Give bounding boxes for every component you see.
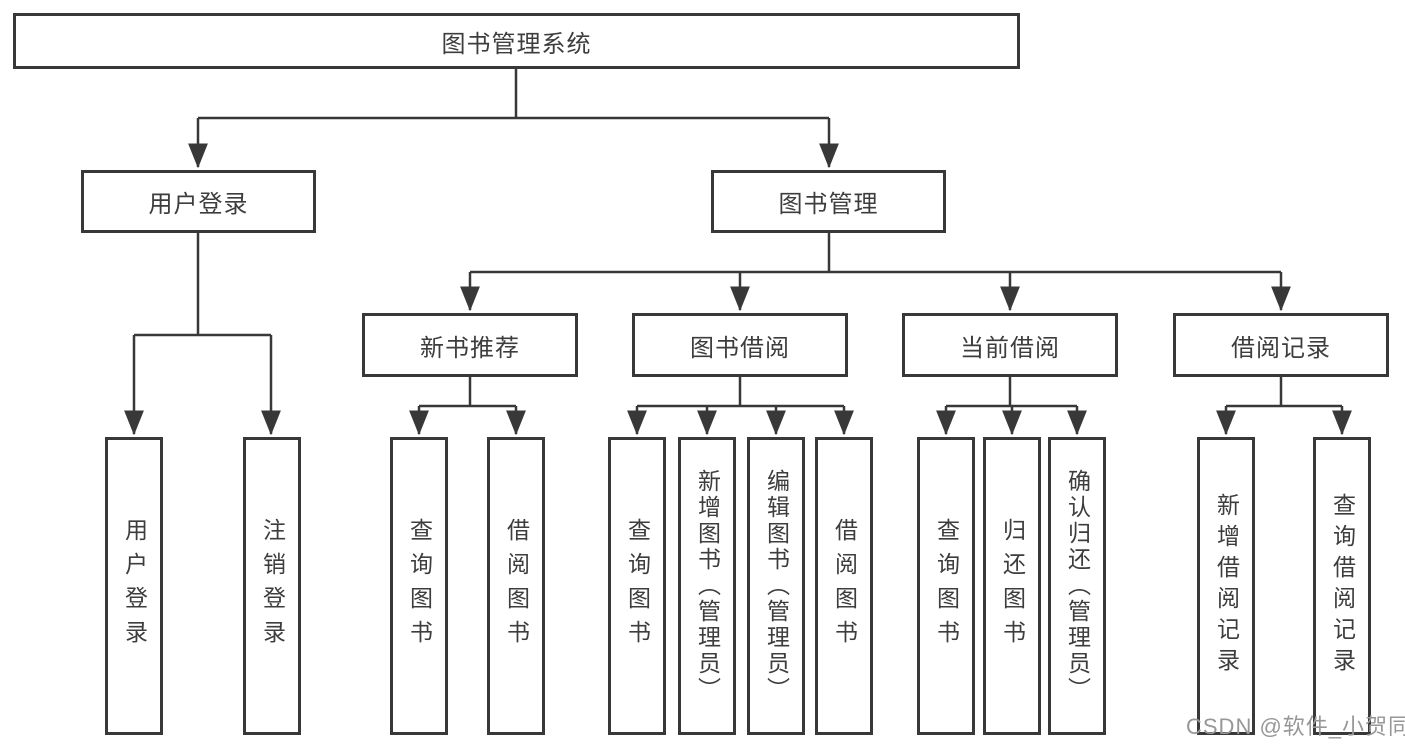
leaf-edit-book-admin: 编辑图书（管理员） (747, 437, 805, 735)
node-user-login-group: 用户登录 (81, 170, 316, 233)
node-current-borrow: 当前借阅 (902, 313, 1118, 377)
leaf-query-book-borrow-label: 查询图书 (624, 518, 651, 654)
leaf-return-book-label: 归还图书 (999, 518, 1026, 654)
leaf-return-book: 归还图书 (983, 437, 1041, 735)
leaf-borrow-book: 借阅图书 (815, 437, 873, 735)
leaf-logout-label: 注销登录 (259, 518, 286, 654)
leaf-logout: 注销登录 (243, 437, 301, 735)
node-new-book-recommend: 新书推荐 (362, 313, 578, 377)
leaf-add-book-admin-label: 新增图书（管理员） (694, 469, 721, 703)
leaf-user-login: 用户登录 (105, 437, 163, 735)
leaf-confirm-return-admin-label: 确认归还（管理员） (1064, 469, 1091, 703)
leaf-query-book-recommend: 查询图书 (390, 437, 448, 735)
leaf-user-login-label: 用户登录 (121, 518, 148, 654)
watermark-text: CSDN @软件_小贺同学 (1186, 714, 1405, 739)
leaf-query-book-recommend-label: 查询图书 (406, 518, 433, 654)
leaf-add-borrow-record: 新增借阅记录 (1197, 437, 1255, 735)
leaf-query-borrow-record: 查询借阅记录 (1313, 437, 1371, 735)
leaf-borrow-book-label: 借阅图书 (831, 518, 858, 654)
leaf-query-borrow-record-label: 查询借阅记录 (1329, 493, 1356, 679)
leaf-query-book-borrow: 查询图书 (608, 437, 666, 735)
leaf-borrow-book-recommend: 借阅图书 (487, 437, 545, 735)
node-book-management: 图书管理 (711, 170, 946, 233)
leaf-query-book-current: 查询图书 (917, 437, 975, 735)
leaf-query-book-current-label: 查询图书 (933, 518, 960, 654)
leaf-confirm-return-admin: 确认归还（管理员） (1048, 437, 1106, 735)
leaf-add-book-admin: 新增图书（管理员） (678, 437, 736, 735)
node-book-borrow: 图书借阅 (632, 313, 848, 377)
leaf-add-borrow-record-label: 新增借阅记录 (1213, 493, 1240, 679)
node-borrow-records: 借阅记录 (1173, 313, 1389, 377)
node-root-system: 图书管理系统 (13, 13, 1020, 69)
leaf-borrow-book-recommend-label: 借阅图书 (503, 518, 530, 654)
leaf-edit-book-admin-label: 编辑图书（管理员） (763, 469, 790, 703)
